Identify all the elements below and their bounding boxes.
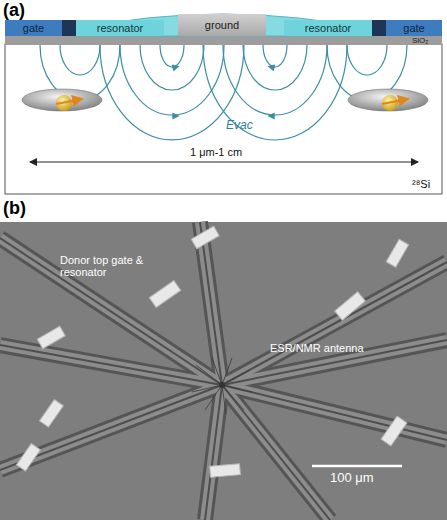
bond-pad [381,416,407,446]
ground-plane: ground [178,14,266,36]
panel-label: (a) [3,0,25,21]
center-fingers [192,358,252,414]
field-arrow [271,115,275,116]
lead [222,385,330,520]
bond-pad [191,226,219,249]
lead [200,222,222,385]
donor-wavefunction [22,89,102,111]
field-line [223,45,327,115]
field-line [140,45,204,90]
node-text: resonator [305,22,351,34]
device-center [219,382,225,388]
structure-label: ESR/NMR antenna [270,342,364,354]
bond-pad [149,280,180,307]
donor-wavefunction [348,89,428,111]
gate-junction [62,20,76,36]
structure-label: Donor top gate & resonator [60,254,160,278]
field-line [100,45,244,140]
bond-pad [386,239,409,267]
field-line [263,45,287,67]
scale-bar [312,465,402,468]
field-line [60,45,100,75]
lead [205,385,222,520]
gate-junction [372,20,386,36]
layer-label: SiO₂ [412,36,428,45]
finger [222,370,250,385]
resonator-line: resonator [76,20,164,36]
finger [222,385,252,392]
field-line [243,45,307,90]
field-line [203,45,347,140]
node-text: gate [403,22,424,34]
lead [200,222,222,385]
node-text: ground [205,19,239,31]
dimension-label: 1 μm-1 cm [190,146,242,158]
lead [0,238,222,385]
finger [212,358,222,385]
field-arrow [271,67,275,68]
wire-bond-pads [16,226,408,477]
lead [205,385,222,520]
node-text: resonator [97,22,143,34]
lead-center [0,222,447,520]
finger [192,385,222,392]
lead [222,262,447,385]
lead-inner [0,222,447,520]
lead [222,262,447,385]
lead [222,385,447,440]
finger [222,385,226,414]
lead [222,340,447,385]
finger [222,358,232,385]
node-text: gate [23,22,44,34]
material-label: ²⁸Si [412,178,430,190]
lead [222,340,447,385]
lead [0,238,222,385]
lead [205,385,222,520]
field-label: Evac [226,118,253,132]
lead [222,385,330,520]
field-line [160,45,184,67]
lead [222,262,447,385]
lead [0,238,222,385]
lead [200,222,222,385]
gate-electrode: gate [386,20,442,36]
panel-label: (b) [3,198,26,219]
spin-arrow [56,99,82,104]
lead [0,345,222,385]
scale-label: 100 μm [330,470,374,485]
lead [0,345,222,385]
field-arrow [172,67,176,68]
sem-background [0,222,447,520]
gate-electrode: gate [5,20,62,36]
spin-arrow [382,99,408,104]
field-arrow [172,115,176,116]
silicon-substrate [5,44,442,194]
field-lines [40,45,407,140]
bond-pad [39,399,63,427]
oxide-layer [5,36,442,45]
lead-outer [0,222,447,520]
bond-pad [16,443,40,471]
bond-pad [335,292,366,320]
field-line [347,45,387,75]
waveguide-leads [0,222,447,520]
dimension-arrow [30,162,418,163]
bond-pad [37,326,65,349]
resonator-line: resonator [284,20,372,36]
resonator-arc [72,14,375,36]
bond-pad [210,464,241,478]
